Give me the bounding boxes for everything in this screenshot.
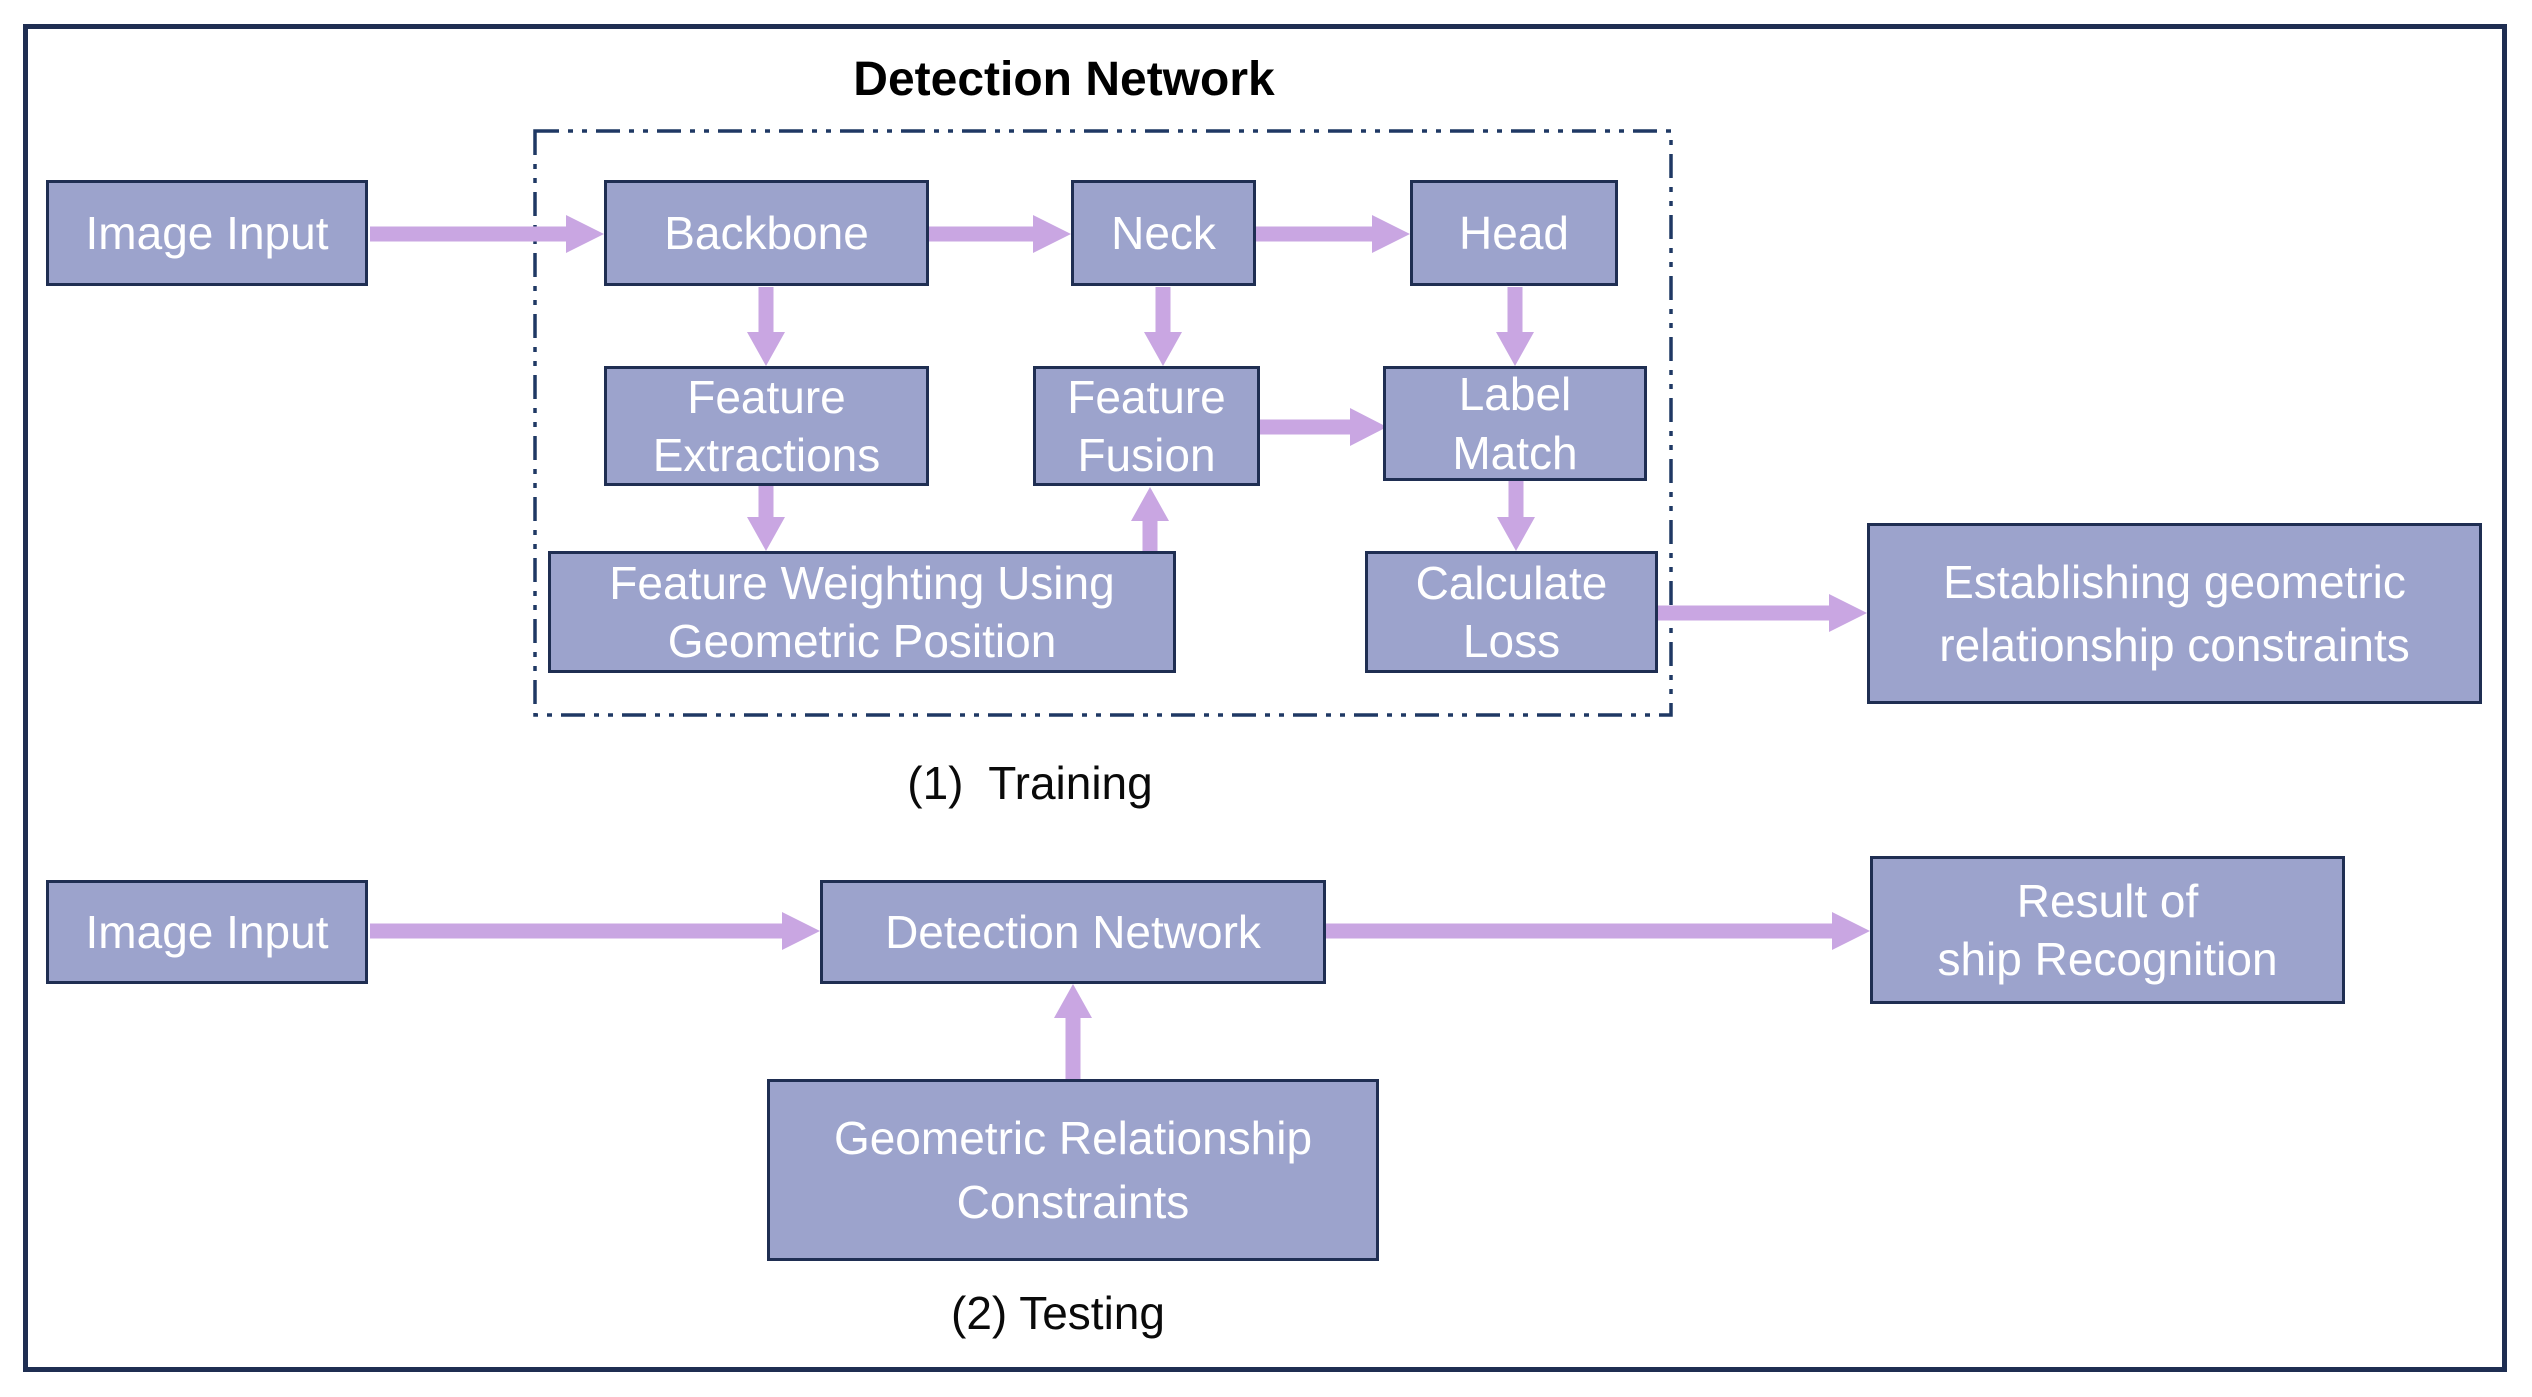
node-neck: Neck [1071, 180, 1256, 286]
arrow-calculate-loss-to-establishing [1658, 594, 1867, 632]
arrow-image-input-to-backbone [370, 215, 604, 253]
arrow-feature-extractions-to-feature-weighting [747, 486, 785, 551]
arrow-neck-to-feature-fusion [1144, 287, 1182, 366]
arrow-geometric-constraints-to-detection-network [1054, 984, 1092, 1079]
outer-border-frame [23, 24, 2507, 1372]
node-geometric-relationship-constraints: Geometric Relationship Constraints [767, 1079, 1379, 1261]
node-backbone: Backbone [604, 180, 929, 286]
caption-testing: (2) Testing [951, 1287, 1165, 1339]
node-result-of-ship-recognition: Result of ship Recognition [1870, 856, 2345, 1004]
node-image-input-training: Image Input [46, 180, 368, 286]
arrow-head-to-label-match [1496, 287, 1534, 366]
arrow-neck-to-head [1256, 215, 1410, 253]
node-head: Head [1410, 180, 1618, 286]
arrow-backbone-to-feature-extractions [747, 287, 785, 366]
arrow-backbone-to-neck [929, 215, 1071, 253]
node-establishing-geometric-constraints: Establishing geometric relationship cons… [1867, 523, 2482, 704]
node-feature-fusion: Feature Fusion [1033, 366, 1260, 486]
node-detection-network: Detection Network [820, 880, 1326, 984]
arrow-label-match-to-calculate-loss [1497, 481, 1535, 551]
node-image-input-testing: Image Input [46, 880, 368, 984]
node-feature-weighting: Feature Weighting Using Geometric Positi… [548, 551, 1176, 673]
arrow-detection-network-to-result [1326, 912, 1870, 950]
arrow-feature-fusion-to-label-match [1260, 408, 1387, 446]
detection-network-dashed-boundary [533, 129, 1673, 717]
arrow-feature-weighting-to-feature-fusion [1131, 487, 1169, 551]
arrow-image-input-to-detection-network [370, 912, 820, 950]
node-label-match: Label Match [1383, 366, 1647, 481]
node-feature-extractions: Feature Extractions [604, 366, 929, 486]
node-calculate-loss: Calculate Loss [1365, 551, 1658, 673]
diagram-title: Detection Network [853, 53, 1275, 106]
caption-training: (1) Training [907, 757, 1153, 809]
